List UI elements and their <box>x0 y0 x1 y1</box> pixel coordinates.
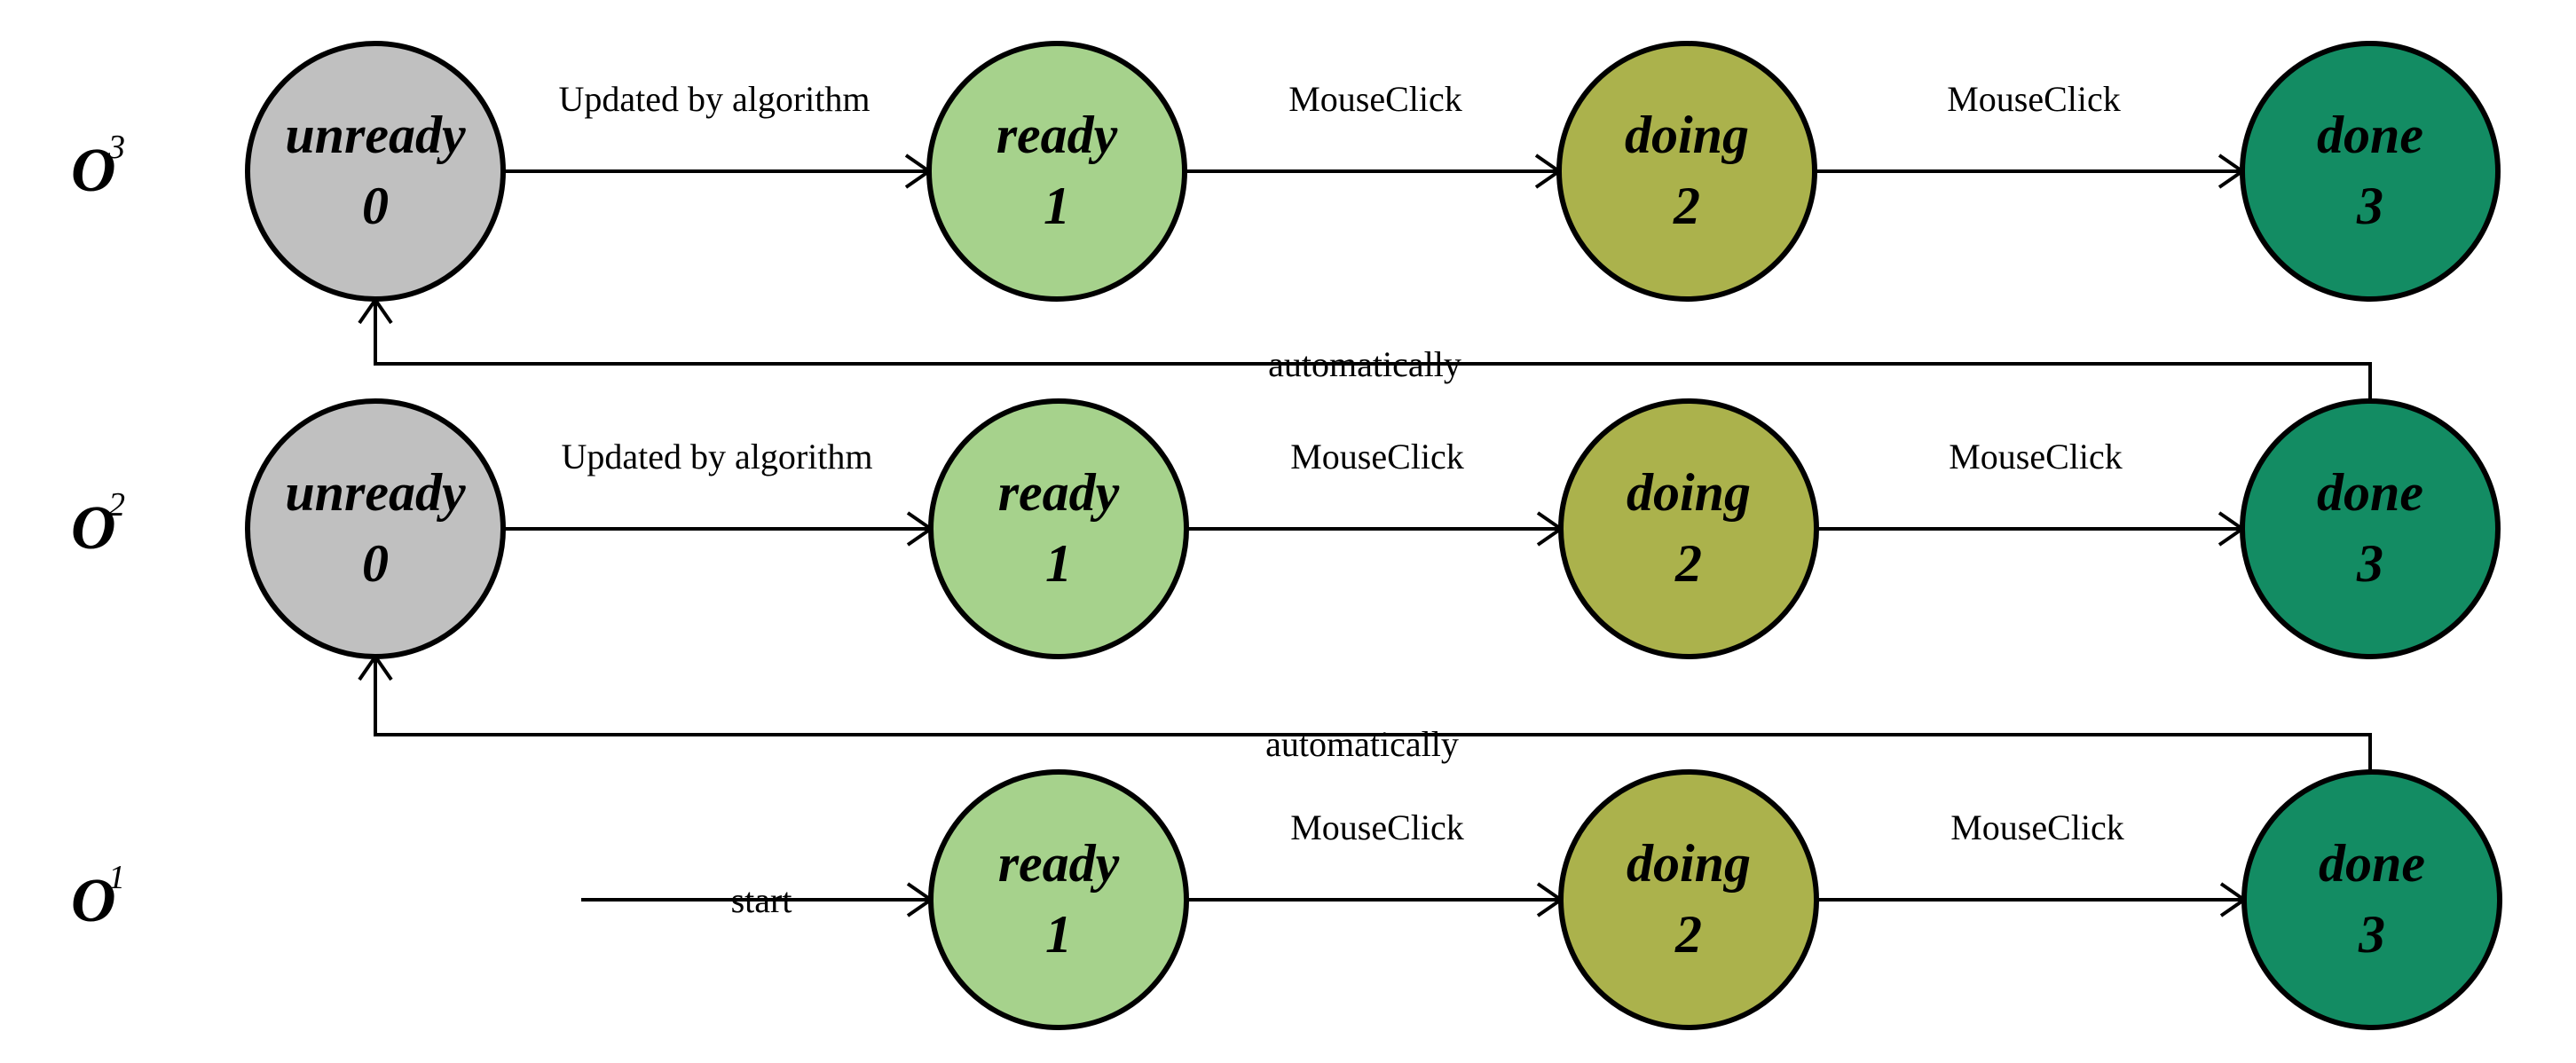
state-node-ready: ready 1 <box>928 398 1189 659</box>
row-label: O <box>71 867 116 935</box>
state-node-doing: doing 2 <box>1556 41 1817 302</box>
edge-label: MouseClick <box>1290 437 1464 476</box>
row-o2: O 2 Updated by algorithm MouseClick Mous… <box>71 398 2501 659</box>
state-circle <box>2240 398 2501 659</box>
state-name: doing <box>1627 834 1751 893</box>
state-circle <box>2240 41 2501 302</box>
state-code: 2 <box>1673 177 1700 235</box>
state-circle <box>928 398 1189 659</box>
state-code: 0 <box>362 534 389 593</box>
state-code: 2 <box>1674 534 1702 593</box>
feedback-o2-to-o3: automatically <box>375 300 2372 406</box>
state-code: 3 <box>2358 905 2385 964</box>
state-code: 3 <box>2356 177 2383 235</box>
state-name: unready <box>285 106 466 164</box>
state-code: 1 <box>1045 534 1072 593</box>
row-label-superscript: 1 <box>108 859 125 896</box>
state-circle <box>2241 769 2502 1030</box>
row-label-superscript: 2 <box>108 486 125 524</box>
edge-label: MouseClick <box>1290 807 1464 847</box>
state-name: ready <box>998 834 1120 893</box>
row-label: O <box>71 137 116 205</box>
state-circle <box>1556 41 1817 302</box>
state-circle <box>1558 398 1819 659</box>
state-circle <box>926 41 1187 302</box>
state-name: ready <box>997 106 1118 164</box>
edge-label: MouseClick <box>1949 437 2123 476</box>
state-node-doing: doing 2 <box>1558 769 1819 1030</box>
edge-label: MouseClick <box>1947 79 2121 119</box>
edge-label: MouseClick <box>1950 807 2124 847</box>
state-name: done <box>2319 834 2425 893</box>
state-code: 1 <box>1045 905 1072 964</box>
state-node-ready: ready 1 <box>926 41 1187 302</box>
start-label: start <box>731 880 792 920</box>
state-circle <box>928 769 1189 1030</box>
edge-label: Updated by algorithm <box>561 437 872 476</box>
edge-label: MouseClick <box>1288 79 1462 119</box>
state-name: done <box>2317 463 2423 522</box>
row-label: O <box>71 494 116 563</box>
state-node-unready: unready 0 <box>245 398 506 659</box>
state-node-unready: unready 0 <box>245 41 506 302</box>
state-circle <box>245 41 506 302</box>
state-code: 0 <box>362 177 389 235</box>
state-node-doing: doing 2 <box>1558 398 1819 659</box>
feedback-arrow <box>375 300 2372 406</box>
state-name: doing <box>1625 106 1749 164</box>
state-circle <box>245 398 506 659</box>
state-node-ready: ready 1 <box>928 769 1189 1030</box>
feedback-o1-to-o2: automatically <box>375 657 2372 777</box>
state-code: 3 <box>2356 534 2383 593</box>
row-o3: O 3 Updated by algorithm MouseClick Mous… <box>71 41 2501 302</box>
state-name: done <box>2317 106 2423 164</box>
state-name: ready <box>998 463 1120 522</box>
state-code: 2 <box>1674 905 1702 964</box>
feedback-label: automatically <box>1265 724 1459 764</box>
state-node-done: done 3 <box>2240 41 2501 302</box>
row-o1: O 1 start MouseClick MouseClick ready 1 … <box>71 769 2502 1030</box>
feedback-label: automatically <box>1268 344 1461 384</box>
state-node-done: done 3 <box>2240 398 2501 659</box>
state-code: 1 <box>1044 177 1070 235</box>
edge-label: Updated by algorithm <box>558 79 870 119</box>
state-name: doing <box>1627 463 1751 522</box>
state-name: unready <box>285 463 466 522</box>
state-circle <box>1558 769 1819 1030</box>
state-node-done: done 3 <box>2241 769 2502 1030</box>
feedback-arrow <box>375 657 2372 777</box>
row-label-superscript: 3 <box>107 129 125 166</box>
